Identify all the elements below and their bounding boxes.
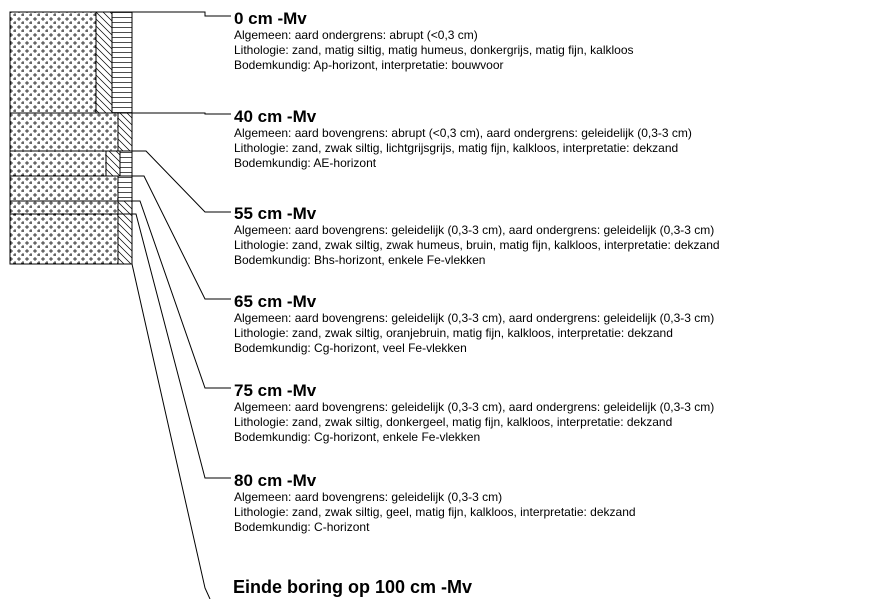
depth-label: 65 cm -Mv (234, 292, 317, 311)
layer-description-75: 75 cm -Mv Algemeen: aard bovengrens: gel… (234, 381, 870, 445)
lithologie-text: Lithologie: zand, zwak siltig, zwak hume… (234, 238, 720, 252)
layer-description-40: 40 cm -Mv Algemeen: aard bovengrens: abr… (234, 107, 870, 171)
depth-label: 75 cm -Mv (234, 381, 317, 400)
column-layer-0-40 (9, 11, 133, 114)
lithologie-text: Lithologie: zand, zwak siltig, donkergee… (234, 415, 673, 429)
layer-description-80: 80 cm -Mv Algemeen: aard bovengrens: gel… (234, 471, 870, 535)
end-of-boring-label: Einde boring op 100 cm -Mv (233, 577, 473, 597)
bodemkundig-text: Bodemkundig: Ap-horizont, interpretatie:… (234, 58, 504, 72)
bodemkundig-text: Bodemkundig: Bhs-horizont, enkele Fe-vle… (234, 253, 486, 267)
depth-label: 40 cm -Mv (234, 107, 317, 126)
bodemkundig-text: Bodemkundig: Cg-horizont, enkele Fe-vlek… (234, 430, 481, 444)
leader-line-80 (132, 213, 231, 479)
algemeen-text: Algemeen: aard bovengrens: geleidelijk (… (234, 311, 715, 325)
leader-line-55 (132, 150, 231, 213)
algemeen-text: Algemeen: aard bovengrens: geleidelijk (… (234, 400, 715, 414)
lithologie-text: Lithologie: zand, matig siltig, matig hu… (234, 43, 634, 57)
column-layer-75-80 (9, 200, 133, 215)
layer-description-65: 65 cm -Mv Algemeen: aard bovengrens: gel… (234, 292, 870, 356)
leader-lines (131, 11, 231, 599)
leader-line-end (131, 263, 211, 599)
bodemkundig-text: Bodemkundig: AE-horizont (234, 156, 377, 170)
algemeen-text: Algemeen: aard ondergrens: abrupt (<0,3 … (234, 28, 478, 42)
algemeen-text: Algemeen: aard bovengrens: geleidelijk (… (234, 223, 715, 237)
bodemkundig-text: Bodemkundig: C-horizont (234, 520, 370, 534)
leader-line-40 (132, 112, 231, 115)
depth-label: 80 cm -Mv (234, 471, 317, 490)
lithologie-text: Lithologie: zand, zwak siltig, lichtgrij… (234, 141, 679, 155)
column-layer-55-65 (9, 150, 133, 177)
layer-description-0: 0 cm -Mv Algemeen: aard ondergrens: abru… (234, 9, 870, 73)
leader-line-75 (132, 200, 231, 389)
column-layer-40-55 (9, 112, 133, 152)
algemeen-text: Algemeen: aard bovengrens: abrupt (<0,3 … (234, 126, 692, 140)
column-layer-80-100 (9, 213, 133, 265)
layer-description-55: 55 cm -Mv Algemeen: aard bovengrens: gel… (234, 204, 870, 268)
depth-label: 55 cm -Mv (234, 204, 317, 223)
depth-label: 0 cm -Mv (234, 9, 307, 28)
algemeen-text: Algemeen: aard bovengrens: geleidelijk (… (234, 490, 503, 504)
lithologie-text: Lithologie: zand, zwak siltig, oranjebru… (234, 326, 673, 340)
leader-line-0 (132, 11, 231, 17)
bodemkundig-text: Bodemkundig: Cg-horizont, veel Fe-vlekke… (234, 341, 467, 355)
leader-line-65 (132, 175, 231, 300)
column-layer-65-75 (9, 175, 133, 202)
lithologie-text: Lithologie: zand, zwak siltig, geel, mat… (234, 505, 636, 519)
